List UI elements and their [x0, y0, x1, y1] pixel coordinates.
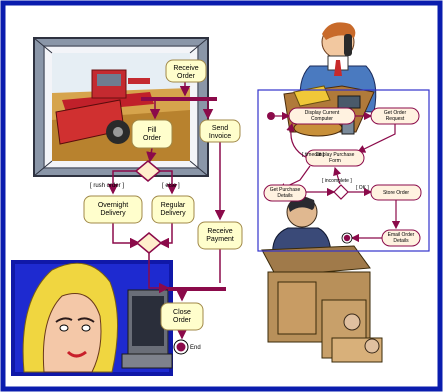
guard-else: [ else ]	[162, 183, 180, 189]
guard-incomplete: [ incomplete ]	[322, 178, 352, 184]
join-bar-1	[168, 287, 226, 291]
decision-rush	[134, 160, 162, 182]
receive-order-node	[165, 59, 207, 83]
fork-bar-1	[141, 97, 217, 101]
start-node	[267, 112, 275, 120]
right-diagram-border	[257, 89, 430, 252]
guard-ok: [ OK ]	[356, 185, 369, 191]
overnight-delivery-node	[83, 195, 143, 224]
display-purchase-form-node	[305, 149, 365, 167]
store-order-node	[370, 184, 422, 201]
end-node-core	[176, 342, 186, 352]
decision-purchase	[333, 184, 349, 200]
get-purchase-details-node	[263, 184, 307, 202]
regular-delivery-node	[151, 195, 195, 224]
display-current-computer-node	[288, 107, 356, 125]
send-invoice-node	[199, 119, 241, 143]
receive-payment-node	[197, 221, 243, 250]
end-label: End	[190, 345, 201, 351]
woman-computer-clipart	[11, 260, 173, 376]
email-order-details-node	[381, 229, 421, 247]
guard-timeout: [ timeout ]	[302, 152, 325, 158]
close-order-node	[160, 302, 204, 331]
harvester-clipart	[33, 37, 209, 177]
get-order-request-node	[370, 107, 420, 125]
clerk-desk-clipart	[261, 196, 383, 363]
guard-rush-order: [ rush order ]	[90, 183, 124, 189]
right-end-node-core	[343, 234, 351, 242]
fill-order-node	[131, 119, 173, 149]
store-order-label: Store Order	[383, 190, 409, 196]
merge-delivery	[135, 232, 163, 254]
